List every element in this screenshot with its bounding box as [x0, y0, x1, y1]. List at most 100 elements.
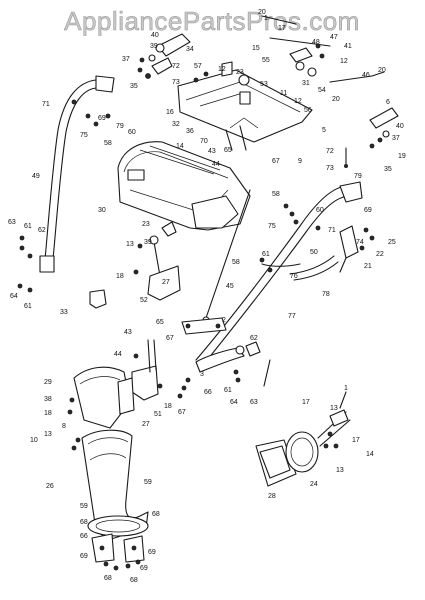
- callout-73-right: 73: [326, 165, 334, 172]
- dashboard-panel: [177, 61, 313, 151]
- callout-59-left: 59: [80, 503, 88, 510]
- callout-44-mid: 44: [212, 161, 220, 168]
- callout-74: 74: [356, 239, 364, 246]
- callout-53: 53: [260, 81, 268, 88]
- callout-39-top: 39: [150, 43, 158, 50]
- control-rod-assembly-top: [261, 15, 385, 83]
- callout-61-left: 61: [24, 223, 32, 230]
- callout-22: 22: [376, 251, 384, 258]
- callout-48: 48: [312, 39, 320, 46]
- callout-68-bottom: 68: [130, 577, 138, 584]
- callout-31: 31: [302, 80, 310, 87]
- callout-24: 24: [310, 481, 318, 488]
- callout-66-low: 66: [204, 389, 212, 396]
- callout-43-low: 43: [124, 329, 132, 336]
- chute-ring-hardware: [91, 533, 145, 571]
- callout-19: 19: [398, 153, 406, 160]
- left-handle-hardware: [17, 235, 33, 293]
- callout-18-lower: 18: [164, 403, 172, 410]
- callout-27-mid: 27: [162, 279, 170, 286]
- callout-71-left: 71: [42, 101, 50, 108]
- callout-34: 34: [186, 46, 194, 53]
- callout-36: 36: [186, 128, 194, 135]
- callout-68-bottom-left: 68: [104, 575, 112, 582]
- callout-17-right: 17: [352, 437, 360, 444]
- callout-61-lower: 61: [224, 387, 232, 394]
- callout-12-mid: 12: [294, 98, 302, 105]
- auger-housing-cover: [117, 141, 251, 231]
- callout-55: 55: [262, 57, 270, 64]
- shift-lever-assembly: [133, 221, 181, 301]
- callout-63-lower: 63: [250, 399, 258, 406]
- callout-18-mid: 18: [116, 273, 124, 280]
- callout-65-low: 65: [156, 319, 164, 326]
- callout-9: 9: [298, 158, 302, 165]
- callout-38: 38: [44, 396, 52, 403]
- callout-13-headlight: 13: [330, 405, 338, 412]
- callout-26: 26: [46, 483, 54, 490]
- callout-46: 46: [362, 72, 370, 79]
- callout-15: 15: [252, 45, 260, 52]
- callout-12-right: 12: [340, 58, 348, 65]
- callout-44-low: 44: [114, 351, 122, 358]
- callout-51: 51: [154, 411, 162, 418]
- callout-18-low: 18: [44, 410, 52, 417]
- callout-69-bottom: 69: [140, 565, 148, 572]
- callout-49: 49: [32, 173, 40, 180]
- left-upper-handle: [39, 75, 115, 273]
- callout-59-right: 59: [144, 479, 152, 486]
- callout-69-left: 69: [98, 115, 106, 122]
- callout-37-right: 37: [392, 135, 400, 142]
- callout-67-lower: 67: [178, 409, 186, 416]
- callout-13-low: 13: [44, 431, 52, 438]
- callout-61-mid: 61: [262, 251, 270, 258]
- callout-63-left: 63: [8, 219, 16, 226]
- callout-79-right: 79: [354, 173, 362, 180]
- callout-64-left: 64: [10, 293, 18, 300]
- callout-72-left: 72: [172, 63, 180, 70]
- callout-33: 33: [60, 309, 68, 316]
- callout-20-right: 20: [378, 67, 386, 74]
- callout-3: 3: [200, 371, 204, 378]
- right-handle-hardware: [259, 203, 321, 273]
- callout-1-low: 1: [344, 385, 348, 392]
- callout-45: 45: [226, 283, 234, 290]
- callout-6: 6: [386, 99, 390, 106]
- callout-11: 11: [280, 90, 287, 97]
- callout-13-mid: 13: [126, 241, 134, 248]
- callout-62-low: 62: [250, 335, 258, 342]
- callout-28: 28: [268, 493, 276, 500]
- callout-79-left: 79: [116, 123, 124, 130]
- callout-72-right: 72: [326, 148, 334, 155]
- control-lever-right: [289, 225, 375, 281]
- callout-20-top: 20: [258, 9, 266, 16]
- callout-58-mid: 58: [232, 259, 240, 266]
- callout-37-left: 37: [122, 56, 130, 63]
- callout-60-right: 60: [316, 207, 324, 214]
- callout-23-mid: 23: [142, 221, 150, 228]
- callout-65-mid: 65: [224, 147, 232, 154]
- callout-57: 57: [194, 63, 202, 70]
- callout-40-right: 40: [396, 123, 404, 130]
- callout-16: 16: [166, 109, 174, 116]
- callout-25: 25: [388, 239, 396, 246]
- callout-67-low: 67: [166, 335, 174, 342]
- callout-47: 47: [330, 34, 338, 41]
- callout-54: 54: [318, 87, 326, 94]
- chute-deflector: [67, 366, 135, 429]
- callout-8: 8: [62, 423, 66, 430]
- callout-17-low: 17: [302, 399, 310, 406]
- callout-40-left: 40: [151, 32, 159, 39]
- callout-35-left: 35: [130, 83, 138, 90]
- callout-labels: 20 40 37 39 34 72 73 35 57 12 23 53 1 17…: [8, 9, 406, 584]
- callout-13-right: 13: [336, 467, 344, 474]
- callout-20-mid: 20: [332, 96, 340, 103]
- right-handle-bracket: [343, 107, 399, 168]
- callout-75-right: 75: [268, 223, 276, 230]
- callout-23-top: 23: [236, 69, 244, 76]
- bracket-33: [89, 289, 107, 309]
- callout-69-right: 69: [364, 207, 372, 214]
- callout-78: 78: [322, 291, 330, 298]
- callout-21: 21: [364, 263, 372, 270]
- callout-29: 29: [44, 379, 52, 386]
